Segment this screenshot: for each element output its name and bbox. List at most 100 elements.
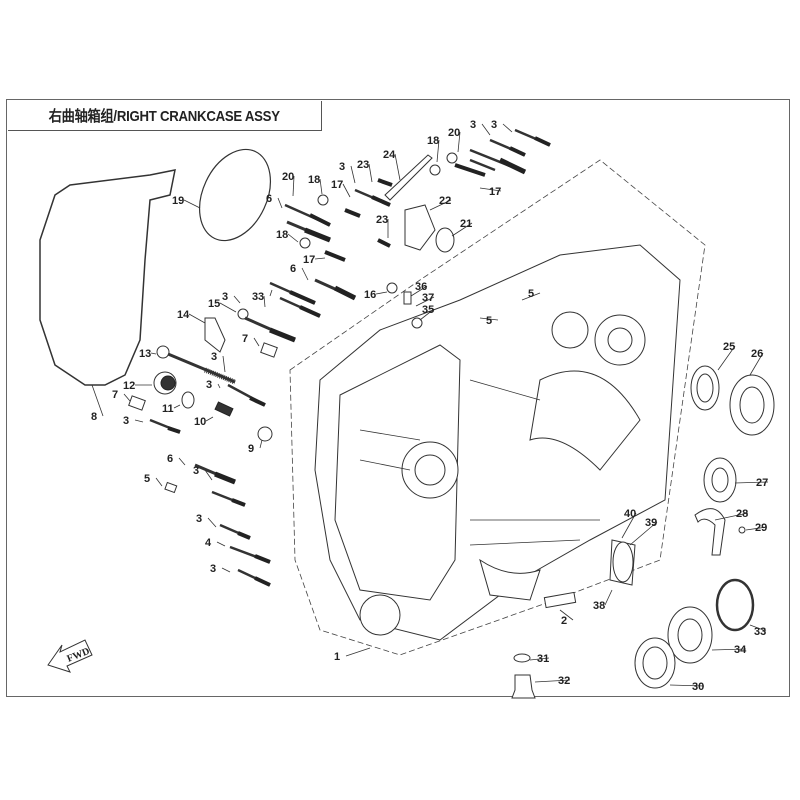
bolt-29[interactable] (738, 526, 746, 534)
callout-3c: 3 (339, 161, 345, 173)
callout-3h: 3 (123, 415, 129, 427)
callout-24: 24 (383, 149, 396, 161)
leader-line-3h (134, 419, 144, 423)
washer-18c[interactable] (429, 164, 441, 176)
leader-line-29 (745, 526, 768, 531)
spring-10[interactable] (214, 401, 234, 417)
callout-14: 14 (177, 309, 190, 321)
leader-line-40 (621, 512, 637, 539)
washer-18b[interactable] (299, 237, 311, 249)
leader-line-7b (253, 337, 260, 347)
callout-13: 13 (139, 348, 151, 360)
leader-line-28 (714, 512, 749, 521)
leader-line-7a (123, 393, 131, 402)
part-2[interactable] (543, 591, 577, 609)
dowel-7a[interactable] (128, 395, 146, 411)
leader-line-3b (502, 123, 513, 133)
callout-18b: 18 (276, 229, 288, 241)
seal-33[interactable] (715, 578, 755, 632)
leader-line-34 (711, 648, 747, 651)
drain-plug-32[interactable] (511, 674, 536, 699)
ball-9[interactable] (257, 426, 273, 442)
leader-line-20b (457, 131, 461, 153)
dowel-5[interactable] (164, 481, 178, 494)
leader-line-3i (204, 469, 213, 481)
leader-line-32 (534, 679, 571, 683)
gasket-19[interactable] (186, 138, 285, 252)
washer-31[interactable] (513, 653, 531, 663)
callout-40: 40 (624, 508, 636, 520)
callout-5a: 5 (528, 288, 534, 300)
bolts-left[interactable] (149, 316, 296, 587)
callout-3a: 3 (470, 119, 476, 131)
leader-line-3a (481, 123, 491, 136)
callout-28: 28 (736, 508, 748, 520)
callout-20a: 20 (282, 171, 294, 183)
callout-30: 30 (692, 681, 704, 693)
callout-9: 9 (248, 443, 254, 455)
leader-line-9 (259, 439, 263, 449)
o-ring-21[interactable] (435, 227, 455, 253)
callout-23b: 23 (376, 214, 388, 226)
callout-3g: 3 (206, 379, 212, 391)
callout-3j: 3 (196, 513, 202, 525)
callout-32: 32 (558, 675, 570, 687)
leader-line-39 (629, 521, 658, 546)
leader-line-4 (216, 541, 226, 547)
leader-line-17a (342, 183, 351, 198)
callout-23a: 23 (357, 159, 369, 171)
leader-line-23a (368, 163, 373, 183)
bolt-15[interactable] (237, 308, 249, 320)
leader-line-14 (188, 313, 206, 324)
callout-33: 33 (754, 626, 766, 638)
gasket-8[interactable] (39, 169, 176, 386)
leader-line-16 (375, 291, 388, 295)
callout-15: 15 (208, 298, 220, 310)
leader-line-18c (436, 139, 440, 163)
bolts-top[interactable] (269, 128, 551, 318)
callout-22: 22 (439, 195, 451, 207)
leader-line-22 (429, 199, 452, 211)
leader-line-33 (749, 624, 767, 632)
guide-24[interactable] (384, 154, 433, 201)
leader-line-17b (314, 257, 326, 260)
crankcase-body[interactable] (314, 244, 681, 641)
leader-line-8 (91, 384, 104, 417)
leader-line-36 (410, 285, 428, 297)
bracket-14[interactable] (204, 317, 226, 353)
bolt-13[interactable] (156, 345, 236, 385)
leader-line-6c (178, 457, 186, 466)
callout-10: 10 (194, 416, 206, 428)
leader-line-3c (350, 165, 356, 184)
leader-line-31 (529, 657, 550, 661)
leader-line-5b (479, 317, 499, 321)
cover-22[interactable] (404, 204, 436, 251)
plate-28[interactable] (694, 508, 726, 556)
callout-38: 38 (593, 600, 605, 612)
diagram-title: 右曲轴箱组/RIGHT CRANKCASE ASSY (49, 108, 280, 125)
leader-line-21 (451, 222, 473, 237)
leader-line-35 (419, 308, 435, 321)
leader-line-6a (277, 197, 283, 209)
dowel-7b[interactable] (260, 342, 278, 358)
leader-line-18a (319, 178, 323, 195)
callout-3d: 3 (258, 291, 264, 303)
nut-16[interactable] (386, 282, 398, 294)
washer-20[interactable] (446, 152, 458, 164)
callout-27: 27 (756, 477, 768, 489)
callout-1: 1 (334, 651, 340, 663)
diagram-frame (6, 99, 790, 697)
washer-18a[interactable] (317, 194, 329, 206)
callout-16: 16 (364, 289, 376, 301)
leader-line-30 (669, 684, 705, 687)
leader-line-18b (287, 233, 299, 243)
o-ring-11[interactable] (181, 391, 195, 409)
callout-3e: 3 (252, 291, 258, 303)
leader-line-3f (222, 355, 226, 373)
callout-31: 31 (537, 653, 549, 665)
callout-36: 36 (415, 281, 427, 293)
callout-3l: 3 (222, 291, 228, 303)
switch-36[interactable] (403, 291, 412, 305)
washer-35[interactable] (411, 317, 423, 329)
